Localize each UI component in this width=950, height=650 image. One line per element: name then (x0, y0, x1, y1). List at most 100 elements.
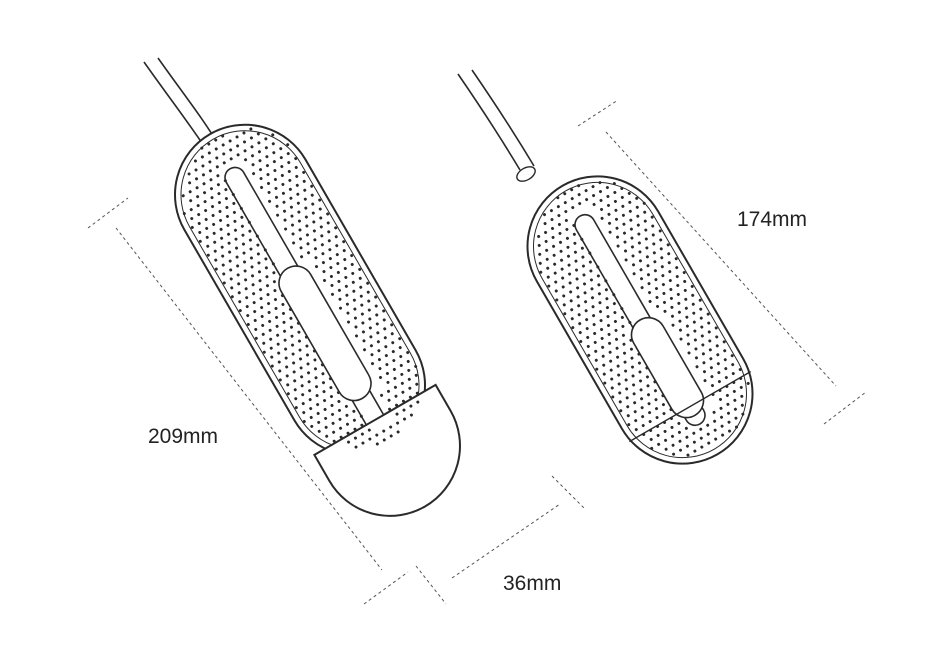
vent-hole (571, 326, 575, 330)
vent-hole (670, 314, 674, 318)
vent-hole (659, 247, 663, 251)
vent-hole (699, 307, 703, 311)
vent-hole (352, 298, 356, 302)
vent-hole (639, 388, 643, 392)
vent-hole (347, 440, 351, 444)
vent-hole (708, 339, 712, 343)
vent-hole (738, 368, 742, 372)
vent-hole (601, 354, 605, 358)
vent-hole (292, 241, 296, 245)
vent-hole (701, 343, 705, 347)
vent-hole (599, 310, 603, 314)
vent-hole (656, 433, 660, 437)
vent-hole (189, 199, 193, 203)
vent-hole (313, 238, 317, 242)
vent-hole (559, 240, 563, 244)
vent-hole (664, 438, 668, 442)
vent-hole (583, 291, 587, 295)
vent-hole (650, 446, 654, 450)
vent-hole (567, 263, 571, 267)
vent-hole (679, 337, 683, 341)
vent-hole (309, 407, 313, 411)
vent-hole (543, 222, 547, 226)
vent-hole (675, 266, 679, 270)
vent-hole (250, 145, 254, 149)
vent-hole (599, 198, 603, 202)
vent-hole (640, 277, 644, 281)
vent-hole (336, 262, 340, 266)
vent-hole (265, 284, 269, 288)
vent-hole (323, 399, 327, 403)
vent-hole (334, 235, 338, 239)
vent-hole (707, 441, 711, 445)
vent-hole (547, 284, 551, 288)
vent-hole (243, 260, 247, 264)
vent-hole (568, 272, 572, 276)
vent-hole (575, 268, 579, 272)
vent-hole (347, 320, 351, 324)
vent-hole (204, 217, 208, 221)
vent-hole (242, 131, 246, 135)
vent-hole (551, 226, 555, 230)
vent-hole (272, 280, 276, 284)
vent-hole (377, 349, 381, 353)
vent-hole (338, 417, 342, 421)
vent-hole (629, 347, 633, 351)
vent-hole (407, 377, 411, 381)
vent-hole (646, 264, 650, 268)
vent-hole (368, 326, 372, 330)
vent-hole (717, 380, 721, 384)
vent-hole (287, 161, 291, 165)
vent-hole (556, 196, 560, 200)
vent-hole (573, 241, 577, 245)
vent-hole (544, 239, 548, 243)
vent-hole (698, 298, 702, 302)
vent-hole (342, 240, 346, 244)
vent-hole (312, 220, 316, 224)
vent-hole (303, 197, 307, 201)
vent-hole (715, 344, 719, 348)
vent-hole (219, 227, 223, 231)
vent-holes-lower (347, 400, 420, 449)
vent-hole (275, 204, 279, 208)
vent-hole (236, 144, 240, 148)
vent-hole (581, 255, 585, 259)
vent-hole (578, 331, 582, 335)
vent-hole (360, 312, 364, 316)
vent-hole (693, 329, 697, 333)
vent-hole (684, 306, 688, 310)
vent-hole (207, 142, 211, 146)
vent-hole (691, 302, 695, 306)
vent-hole (663, 309, 667, 313)
vent-hole (647, 282, 651, 286)
vent-hole (299, 246, 303, 250)
vent-hole (613, 199, 617, 203)
vent-hole (708, 348, 712, 352)
vent-hole (221, 254, 225, 258)
vent-hole (239, 206, 243, 210)
vent-hole (409, 413, 413, 417)
vent-hole (644, 237, 648, 241)
vent-hole (402, 408, 406, 412)
vent-hole (728, 429, 732, 433)
vent-hole (245, 296, 249, 300)
vent-hole (632, 392, 636, 396)
vent-hole (314, 256, 318, 260)
vent-hole (660, 256, 664, 260)
vent-hole (369, 335, 373, 339)
vent-hole (213, 249, 217, 253)
vent-hole (251, 274, 255, 278)
vent-hole (549, 209, 553, 213)
vent-hole (661, 403, 665, 407)
vent-hole (346, 311, 350, 315)
vent-hole (301, 402, 305, 406)
vent-hole (683, 288, 687, 292)
vent-hole (685, 444, 689, 448)
vent-hole (714, 437, 718, 441)
vent-holes-right (537, 181, 750, 457)
vent-hole (351, 280, 355, 284)
vent-hole (221, 134, 225, 138)
vent-hole (677, 421, 681, 425)
vent-hole (664, 447, 668, 451)
vent-hole (243, 269, 247, 273)
